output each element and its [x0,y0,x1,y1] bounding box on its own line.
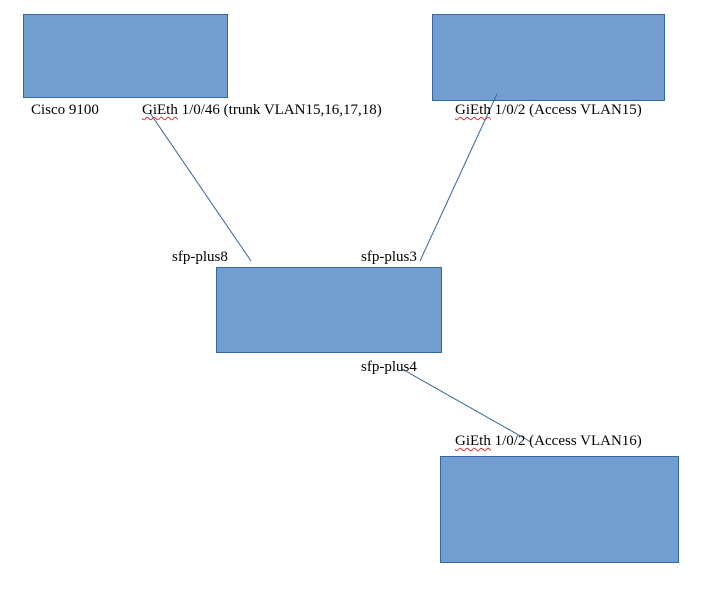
label-port-access-vlan16-rest: 1/0/2 (Access VLAN16) [490,433,642,449]
label-port-trunk-rest: 1/0/46 (trunk VLAN15,16,17,18) [177,102,382,118]
device-cisco-9100 [23,14,228,98]
label-port-access-vlan15: GiEth 1/0/2 (Access VLAN15) [455,101,642,119]
label-port-access-vlan16: GiEth 1/0/2 (Access VLAN16) [455,432,642,450]
link-sfp-plus4-to-bottom-right [401,368,532,443]
label-sfp-plus3: sfp-plus3 [361,249,417,265]
label-port-trunk-prefix: GiEth [142,102,178,118]
link-cisco-to-sfp-plus8 [149,112,252,262]
label-port-trunk: GiEth 1/0/46 (trunk VLAN15,16,17,18) [142,101,382,119]
device-top-right [432,14,665,101]
device-center-switch [216,267,442,353]
label-port-access-vlan15-prefix: GiEth [455,102,491,118]
label-cisco-9100: Cisco 9100 [31,102,99,118]
link-top-right-to-sfp-plus3 [419,93,498,262]
label-port-access-vlan15-rest: 1/0/2 (Access VLAN15) [490,102,642,118]
label-port-access-vlan16-prefix: GiEth [455,433,491,449]
device-bottom-right [440,456,679,563]
label-sfp-plus4: sfp-plus4 [361,359,417,375]
label-sfp-plus8: sfp-plus8 [172,249,228,265]
